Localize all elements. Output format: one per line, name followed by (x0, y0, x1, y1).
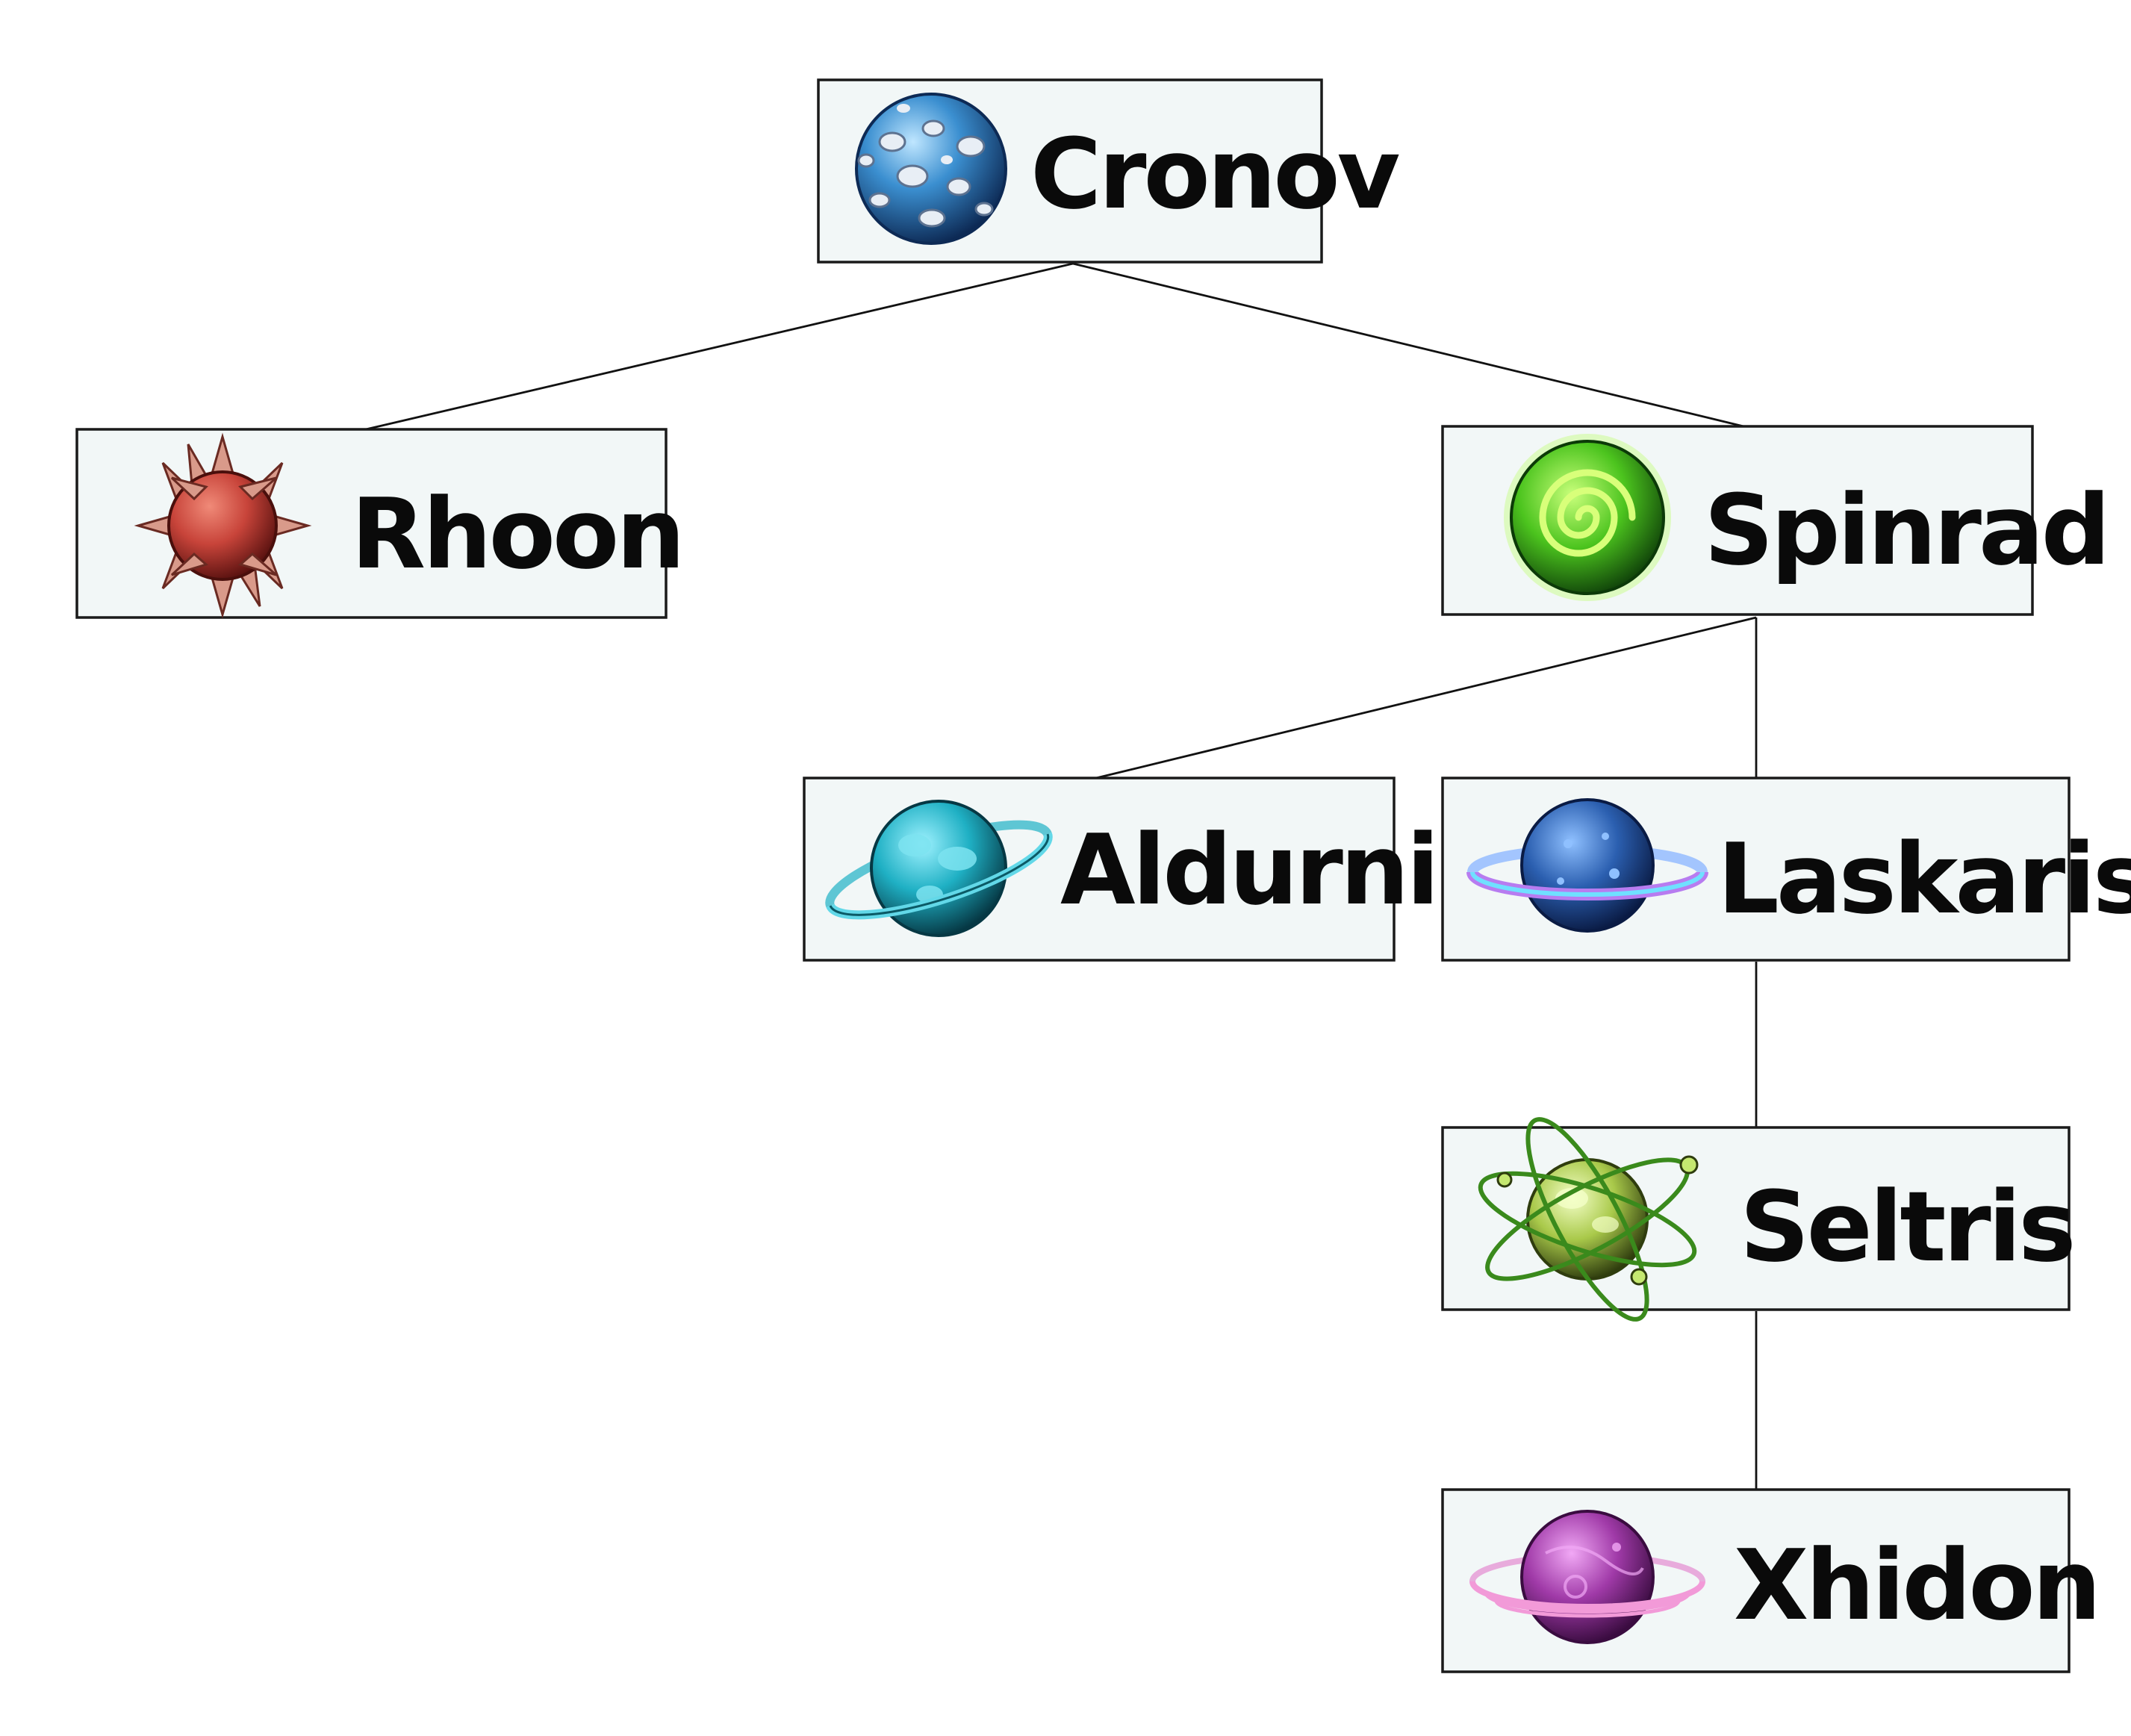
node-label: Rhoon (351, 477, 682, 591)
node-rhoon: Rhoon (75, 428, 685, 619)
node-label: Seltris (1740, 1170, 2074, 1284)
green-spiral-planet-icon (1504, 434, 1671, 601)
node-label: Laskaris (1717, 822, 2131, 936)
edge-cronov-spinrad (1072, 262, 1744, 428)
node-label: Spinrad (1704, 473, 2108, 587)
node-xhidon: Xhidon (1441, 1488, 2101, 1673)
node-laskaris: Laskaris (1441, 777, 2131, 962)
node-seltris: Seltris (1441, 1117, 2076, 1322)
node-cronov: Cronov (817, 78, 1402, 264)
node-label: Cronov (1030, 117, 1399, 231)
node-aldurni: Aldurni (803, 777, 1440, 962)
edge-cronov-rhoon (365, 262, 1074, 431)
teal-ringed-planet-icon (825, 800, 1053, 937)
node-label: Xhidon (1734, 1528, 2098, 1642)
blue-ringed-planet-icon (1466, 798, 1708, 933)
edges (365, 262, 1758, 1490)
spiked-red-planet-icon (134, 432, 312, 619)
orbit-green-planet-icon (1478, 1117, 1699, 1322)
node-spinrad: Spinrad (1441, 425, 2111, 616)
node-label: Aldurni (1060, 813, 1437, 927)
edge-spinrad-aldurni (1095, 616, 1757, 780)
purple-ringed-planet-icon (1469, 1510, 1705, 1644)
spotted-blue-planet-icon (855, 93, 1007, 245)
